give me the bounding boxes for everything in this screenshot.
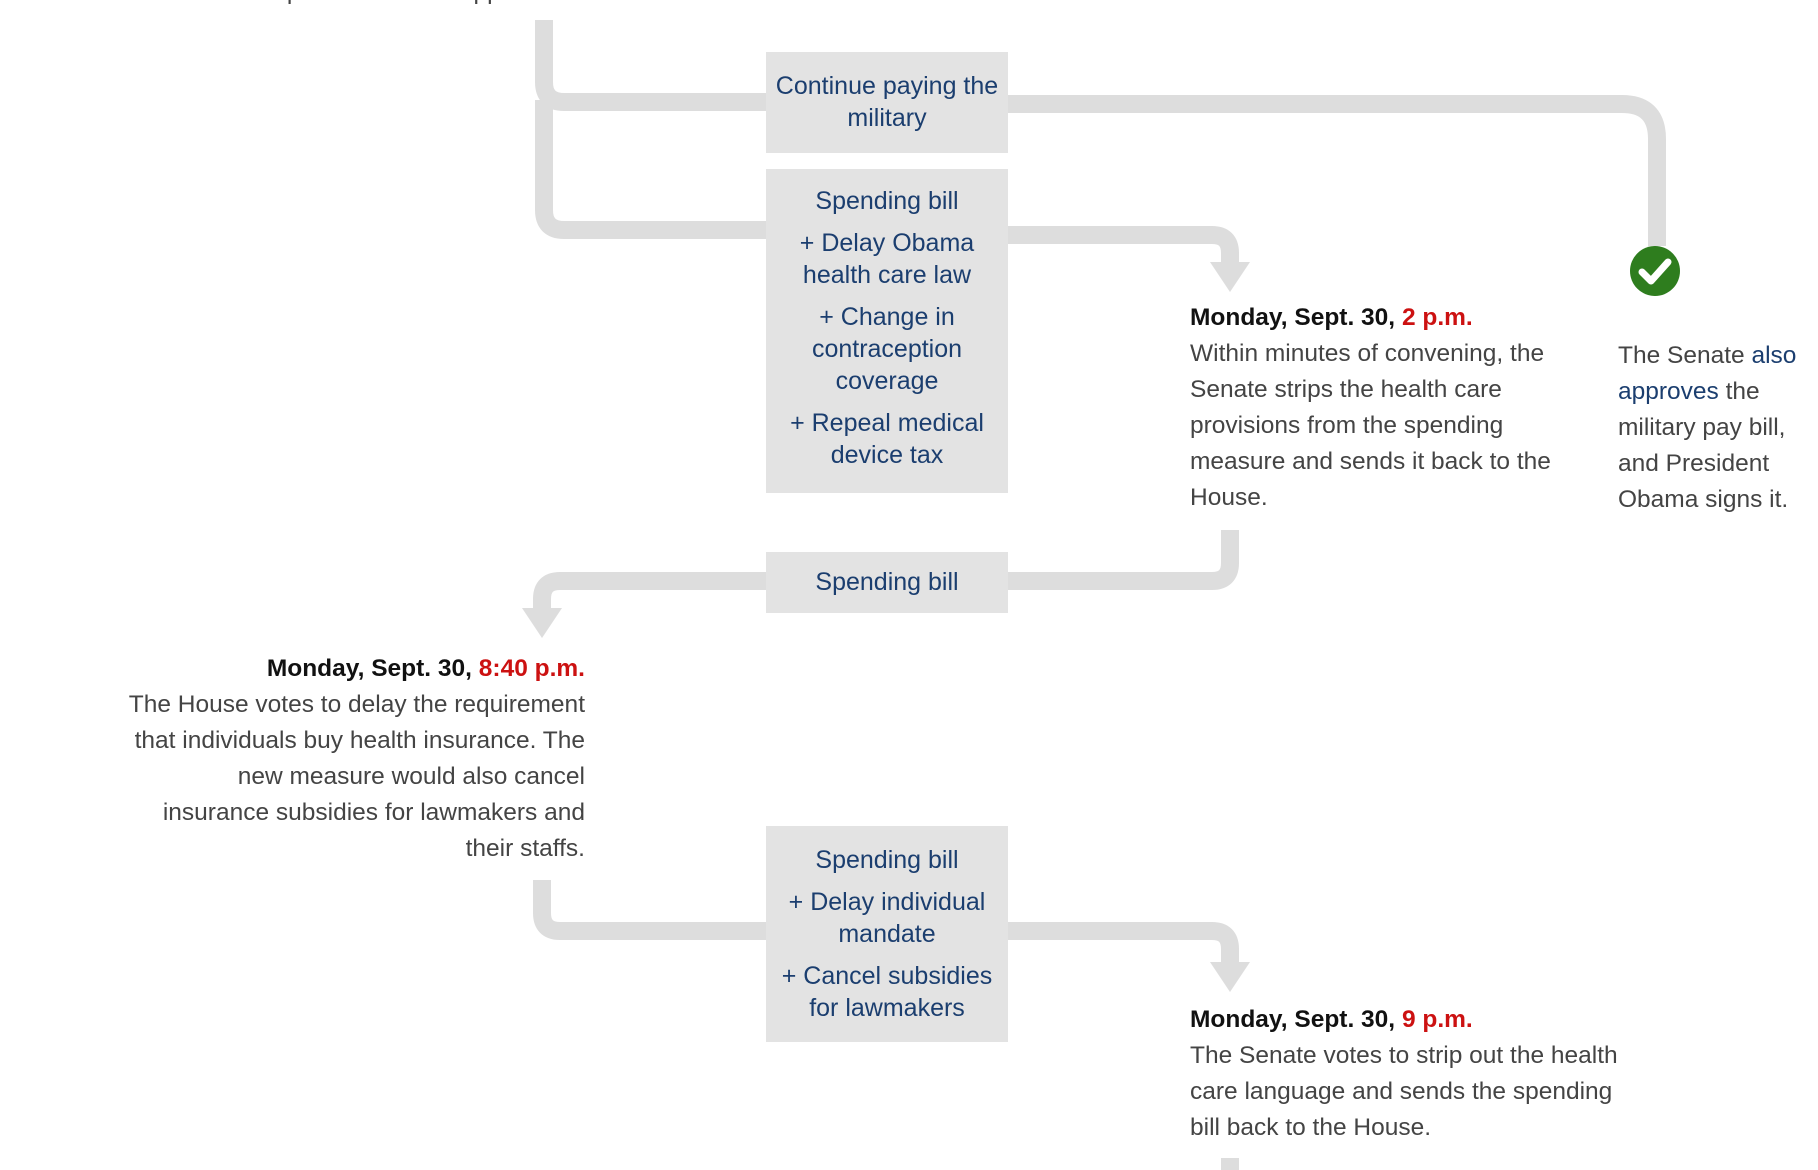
box-military-pay: Continue paying the military bbox=[766, 52, 1008, 153]
box-spending-bill-clean: Spending bill bbox=[766, 552, 1008, 613]
box-item-continue-paying-military: Continue paying the military bbox=[775, 72, 999, 132]
also-approves-link[interactable]: also approves bbox=[1618, 342, 1797, 405]
step-house-840pm: Monday, Sept. 30, 8:40 p.m. The House vo… bbox=[128, 651, 585, 867]
step-description: Within minutes of convening, the Senate … bbox=[1190, 340, 1551, 511]
box-item-spending-bill: Spending bill bbox=[815, 846, 959, 874]
step-time: 9 p.m. bbox=[1401, 1006, 1473, 1033]
box-item-spending-bill: Spending bill bbox=[815, 187, 959, 215]
previous-step-text-fragment: troops and civilian support staff bbox=[0, 0, 582, 8]
step-senate-9pm: Monday, Sept. 30, 9 p.m. The Senate vote… bbox=[1190, 1002, 1620, 1146]
box-spending-bill-health-care: Spending bill + Delay Obama health care … bbox=[766, 169, 1008, 493]
step-time: 8:40 p.m. bbox=[478, 655, 585, 682]
box-item-change-contraception-coverage: + Change in contraception coverage bbox=[811, 303, 963, 395]
box-item-cancel-subsidies-for-lawmakers: + Cancel subsidies for lawmakers bbox=[781, 962, 993, 1022]
connector-military-to-approval bbox=[1006, 95, 1666, 246]
step-time: 2 p.m. bbox=[1401, 304, 1473, 331]
connector-senate-to-spending-2 bbox=[1002, 530, 1239, 590]
arrowhead-to-senate-9pm bbox=[1210, 962, 1250, 992]
step-senate-2pm: Monday, Sept. 30, 2 p.m. Within minutes … bbox=[1190, 300, 1574, 516]
step-description: The Senate votes to strip out the health… bbox=[1190, 1042, 1618, 1141]
step-heading: Monday, Sept. 30, 8:40 p.m. bbox=[128, 651, 585, 687]
box-item-delay-obama-health-care-law: + Delay Obama health care law bbox=[799, 229, 975, 289]
step-date: Monday, Sept. 30, bbox=[266, 655, 472, 682]
check-circle-icon bbox=[1630, 246, 1680, 296]
step-senate-military-pay: The Senate also approves the military pa… bbox=[1618, 338, 1814, 518]
step-text-before: The Senate bbox=[1618, 342, 1752, 369]
step-description: The House votes to delay the requirement… bbox=[128, 691, 585, 862]
step-text-after: the military pay bill, and President Oba… bbox=[1618, 378, 1789, 513]
connector-spending-2-to-house bbox=[533, 572, 770, 608]
step-date: Monday, Sept. 30, bbox=[1190, 304, 1396, 331]
connector-spending-1-to-senate bbox=[1006, 226, 1239, 262]
arrowhead-to-senate-2pm bbox=[1210, 262, 1250, 292]
box-item-delay-individual-mandate: + Delay individual mandate bbox=[788, 888, 986, 948]
arrowhead-to-house bbox=[522, 608, 562, 638]
box-item-spending-bill: Spending bill bbox=[815, 568, 959, 596]
connector-spending-3-to-senate bbox=[1006, 922, 1239, 962]
connector-house-to-spending-3 bbox=[533, 880, 770, 940]
step-heading: Monday, Sept. 30, 9 p.m. bbox=[1190, 1002, 1620, 1038]
step-heading: Monday, Sept. 30, 2 p.m. bbox=[1190, 300, 1574, 336]
box-item-repeal-medical-device-tax: + Repeal medical device tax bbox=[790, 409, 984, 469]
box-spending-bill-individual-mandate: Spending bill + Delay individual mandate… bbox=[766, 826, 1008, 1042]
connector-to-spending-1 bbox=[535, 100, 770, 239]
connector-to-military bbox=[535, 20, 770, 111]
step-date: Monday, Sept. 30, bbox=[1190, 1006, 1396, 1033]
